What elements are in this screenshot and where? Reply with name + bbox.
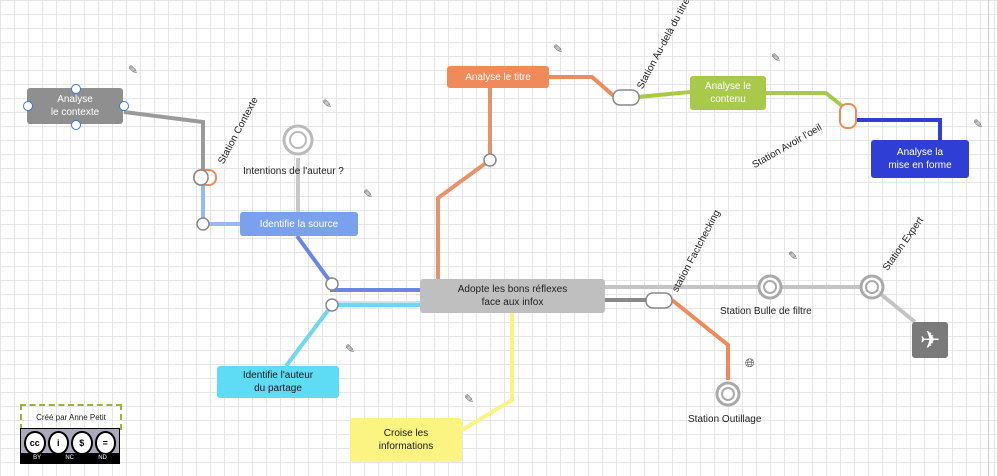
pencil-icon[interactable]: ✎ [322,97,333,111]
cc-circle-icon: cc [24,431,46,455]
pencil-icon[interactable]: ✎ [973,117,984,131]
box-analyse-contenu[interactable]: Analyse le contenu [690,76,766,110]
pencil-icon[interactable]: ✎ [553,42,564,56]
line-forme [852,118,942,140]
cc-icon[interactable]: cc i $ = BY NC ND [20,428,120,464]
box-identifie-auteur-partage[interactable]: Identifie l'auteur du partage [217,366,339,398]
selection-handle[interactable] [23,101,33,111]
box-croise-informations[interactable]: Croise les informations [350,418,462,462]
line-green [637,90,691,99]
pencil-icon[interactable]: ✎ [464,392,475,406]
pencil-icon[interactable]: ✎ [788,249,799,263]
box-analyse-contexte[interactable]: Analyse le contexte [27,88,123,124]
credit-author: Créé par Anne Petit [36,412,106,422]
box-analyse-titre[interactable]: Analyse le titre [447,66,549,88]
line-factcheck [670,298,730,380]
line-contexte [123,110,205,170]
box-analyse-forme[interactable]: Analyse la mise en forme [871,140,969,178]
nd-icon: = [94,431,116,455]
airplane-icon[interactable]: ✈ [912,322,948,358]
line-source-adopte [295,234,420,292]
license-nd: ND [98,455,107,461]
pencil-icon[interactable]: ✎ [345,342,356,356]
credit-box: Créé par Anne Petit [20,404,122,430]
line-cyan [284,303,420,368]
line-titre [436,88,492,280]
box-identifie-source[interactable]: Identifie la source [240,212,358,236]
license-nc: NC [65,455,74,461]
selection-handle[interactable] [71,84,81,94]
selection-handle[interactable] [71,120,81,130]
pencil-icon[interactable]: ✎ [363,187,374,201]
label-station-bulle: Station Bulle de filtre [720,306,812,317]
pencil-icon[interactable]: ✎ [128,63,139,77]
license-by: BY [33,455,42,461]
line-source-left [201,185,240,226]
line-yellow [460,310,514,432]
selection-handle[interactable] [119,101,129,111]
by-icon: i [47,431,69,455]
box-adopte-reflexes[interactable]: Adopte les bons réflexes face aux infox [420,279,605,313]
nc-icon: $ [71,431,93,455]
pencil-icon[interactable]: ✎ [771,51,782,65]
label-intentions: Intentions de l'auteur ? [243,166,344,177]
label-station-outillage: Station Outillage [688,414,762,425]
globe-icon[interactable]: 🌐︎ [745,356,755,370]
